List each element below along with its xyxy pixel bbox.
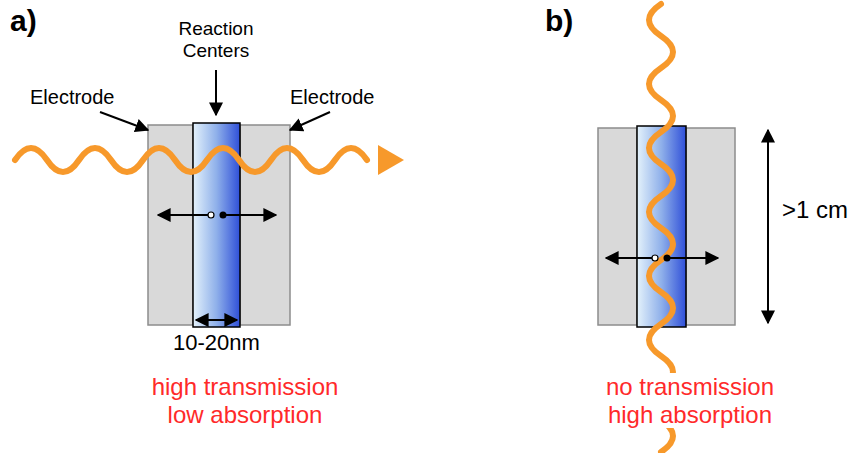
part-label: Electrode [290,86,375,109]
dimension-label: >1 cm [782,196,848,224]
light-wave [15,148,367,172]
panel-letter: b) [545,4,573,39]
panel-letter: a) [10,4,37,39]
dimension-label: 10-20nm [173,330,260,355]
part-label: Electrode [30,86,115,109]
note: no transmission high absorption [578,373,802,428]
wave-arrowhead [378,145,404,175]
part-label: Reaction Centers [166,18,266,62]
charge-separation [158,212,718,262]
note: high transmission low absorption [133,373,357,428]
dimension-arrows [196,130,768,323]
